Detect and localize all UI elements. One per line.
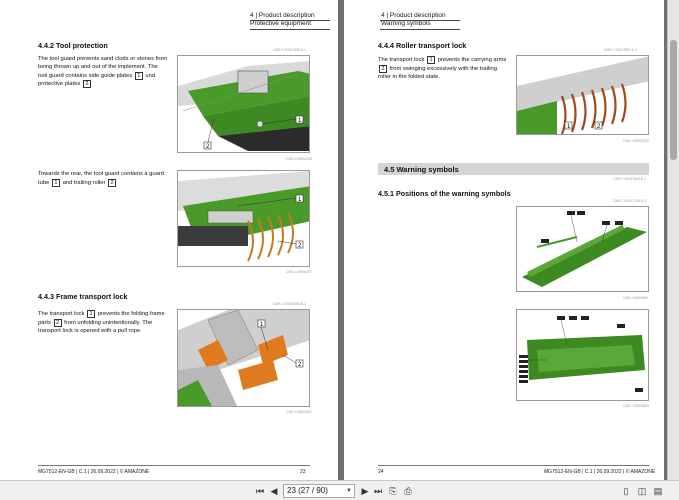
header-rule xyxy=(380,20,460,21)
svg-text:2: 2 xyxy=(206,144,210,150)
text: prevents the carrying arms xyxy=(436,57,507,63)
ref-box: 1 xyxy=(87,310,96,318)
page-header: 4 | Product description Warning symbols xyxy=(381,12,446,28)
figure-guard-tube: 1 2 xyxy=(177,170,310,267)
header-rule xyxy=(250,20,330,21)
footer-rule xyxy=(38,465,310,466)
footer-doc: MG7512-EN-GB | C.1 | 26.09.2022 | © AMAZ… xyxy=(544,469,656,475)
facing-pages-icon[interactable]: ◫ xyxy=(637,486,647,496)
svg-text:1: 1 xyxy=(567,124,571,130)
svg-text:1: 1 xyxy=(298,118,302,124)
paragraph-roller-transport-lock: The transport lock 1 prevents the carryi… xyxy=(378,56,508,81)
paragraph-frame-transport-lock: The transport lock 1 prevents the foldin… xyxy=(38,310,170,335)
figure-warning-positions-1 xyxy=(516,206,649,292)
ref-box: 2 xyxy=(53,318,62,327)
page-right: 4 | Product description Warning symbols … xyxy=(344,0,664,480)
figure-frame-transport-lock: 1 2 xyxy=(177,309,310,407)
text: The transport lock xyxy=(378,57,427,63)
figure-code: CMS-I-00004321 xyxy=(286,410,312,414)
section-code: CMS-T-00007784-E.3 xyxy=(613,199,646,203)
header-rule xyxy=(380,29,460,30)
ref-box: 1 xyxy=(134,71,143,80)
section-title-frame-transport-lock: 4.4.3 Frame transport lock xyxy=(38,292,128,301)
footer-doc: MG7512-EN-GB | C.1 | 26.09.2022 | © AMAZ… xyxy=(38,469,150,475)
figure-guard-tube-drawing: 1 2 xyxy=(178,171,309,262)
ref-box: 2 xyxy=(82,80,91,89)
scrollbar-thumb[interactable] xyxy=(670,40,677,160)
header-section: Protective equipment xyxy=(250,20,312,27)
back-icon[interactable]: ⎘ xyxy=(389,486,397,496)
page-left: 4 | Product description Protective equip… xyxy=(0,0,338,480)
navigation-toolbar: ⏮ ◀ 23 (27 / 90) ▼ ▶ ⏭ ⎘ ⎙ ▯ ◫ ▤ xyxy=(0,480,679,500)
section-title-warning-symbols: 4.5 Warning symbols xyxy=(384,165,459,174)
next-page-icon[interactable]: ▶ xyxy=(361,486,369,496)
ref-box: 1 xyxy=(51,178,60,187)
figure-frame-transport-lock-drawing: 1 2 xyxy=(178,310,309,406)
footer-rule xyxy=(378,465,649,466)
svg-text:1: 1 xyxy=(260,322,264,328)
figure-warning-positions-1-drawing xyxy=(522,211,647,287)
paragraph-guard-tube: Towards the rear, the tool guard contain… xyxy=(38,171,168,188)
section-banner-warning-symbols: 4.5 Warning symbols xyxy=(378,163,649,175)
paragraph-tool-guard: The tool guard prevents sand clods or st… xyxy=(38,56,168,89)
ref-box: 2 xyxy=(379,64,388,73)
svg-text:2: 2 xyxy=(298,362,302,368)
figure-code: CMS-I-00004861 xyxy=(623,296,649,300)
figure-warning-positions-2 xyxy=(516,309,649,401)
section-code: CMS-T-00007896-B.1 xyxy=(273,48,306,52)
footer-page-number: 23 xyxy=(300,469,306,475)
text: and trailing roller xyxy=(60,179,108,186)
header-chapter: 4 | Product description xyxy=(250,12,315,19)
single-page-icon[interactable]: ▯ xyxy=(623,486,629,496)
figure-code: CMS-I-00004297 xyxy=(286,270,312,274)
ref-box: 1 xyxy=(427,56,436,64)
text: The tool guard prevents sand clods or st… xyxy=(38,56,168,79)
svg-text:2: 2 xyxy=(597,124,601,130)
last-page-icon[interactable]: ⏭ xyxy=(373,486,383,496)
forward-icon[interactable]: ⎙ xyxy=(404,486,412,496)
figure-roller-transport-lock: 1 2 xyxy=(516,55,649,135)
section-code: CMS-T-00007893-B.1 xyxy=(273,302,306,306)
header-rule xyxy=(250,29,330,30)
section-title-tool-protection: 4.4.2 Tool protection xyxy=(38,41,108,50)
text: und protective plates xyxy=(38,72,156,88)
svg-text:2: 2 xyxy=(298,243,302,249)
figure-tool-guard: 1 2 xyxy=(177,55,310,153)
figure-code: CMS-I-00004863 xyxy=(623,404,649,408)
footer-page-number: 24 xyxy=(378,469,384,475)
first-page-icon[interactable]: ⏮ xyxy=(255,486,265,496)
section-title-positions-warning-symbols: 4.5.1 Positions of the warning symbols xyxy=(378,189,511,198)
figure-tool-guard-drawing: 1 2 xyxy=(178,61,309,151)
header-chapter: 4 | Product description xyxy=(381,12,446,19)
page-number-value: 23 (27 / 90) xyxy=(287,486,328,495)
figure-warning-positions-2-drawing xyxy=(519,316,645,392)
chevron-down-icon[interactable]: ▼ xyxy=(346,488,352,494)
text: Towards the rear, the tool guard contain… xyxy=(38,171,164,186)
section-code: CMS-T-00007897-C.1 xyxy=(604,48,638,52)
figure-code: CMS-I-00004323 xyxy=(623,139,649,143)
figure-roller-transport-lock-drawing: 1 2 xyxy=(517,56,648,134)
text: The transport lock xyxy=(38,311,87,317)
header-section: Warning symbols xyxy=(381,20,431,27)
text: prevents the folding frame parts xyxy=(38,311,165,326)
continuous-icon[interactable]: ▤ xyxy=(653,486,663,496)
page-number-input[interactable]: 23 (27 / 90) ▼ xyxy=(283,484,355,498)
figure-code: CMS-I-00004298 xyxy=(286,157,312,161)
vertical-scrollbar[interactable] xyxy=(667,0,679,480)
ref-box: 2 xyxy=(108,178,117,187)
section-title-roller-transport-lock: 4.4.4 Roller transport lock xyxy=(378,41,467,50)
text: from swinging excessively with the trail… xyxy=(378,65,497,80)
text: from unfolding unintentionally. The tran… xyxy=(38,319,153,334)
prev-page-icon[interactable]: ◀ xyxy=(270,486,278,496)
section-code: CMS-T-00007809-E.1 xyxy=(613,177,646,181)
page-header: 4 | Product description Protective equip… xyxy=(250,12,315,28)
svg-text:1: 1 xyxy=(298,197,302,203)
